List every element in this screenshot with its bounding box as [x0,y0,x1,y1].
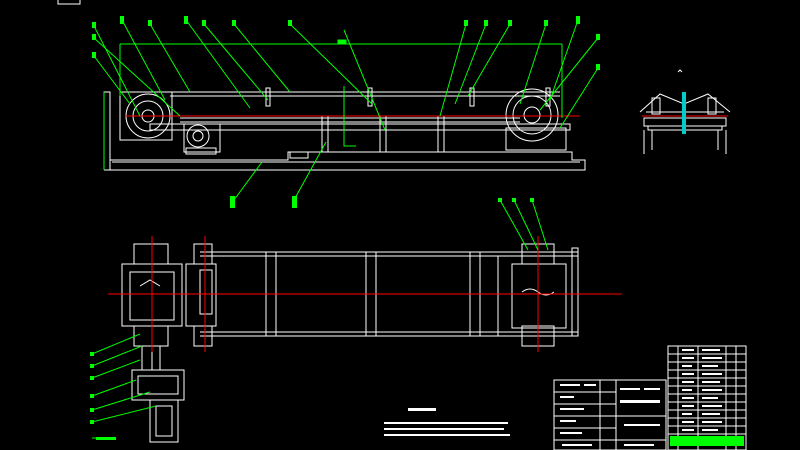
plan-view [121,243,579,443]
bom-table [667,345,747,450]
front-leader-lines [93,19,599,201]
technical-notes-block [384,408,510,436]
title-block-text [560,384,660,446]
plan-leader-lines [91,199,549,439]
plan-balloon-tags [90,198,534,440]
sheet-corner-mark [57,0,81,5]
end-view-centerline [642,92,728,134]
front-balloon-tags [92,16,600,208]
bom-table-text [682,349,722,431]
bom-header-highlight [670,436,744,446]
plan-centerlines [108,236,622,352]
front-dimensions [103,39,563,170]
title-block [553,379,667,450]
